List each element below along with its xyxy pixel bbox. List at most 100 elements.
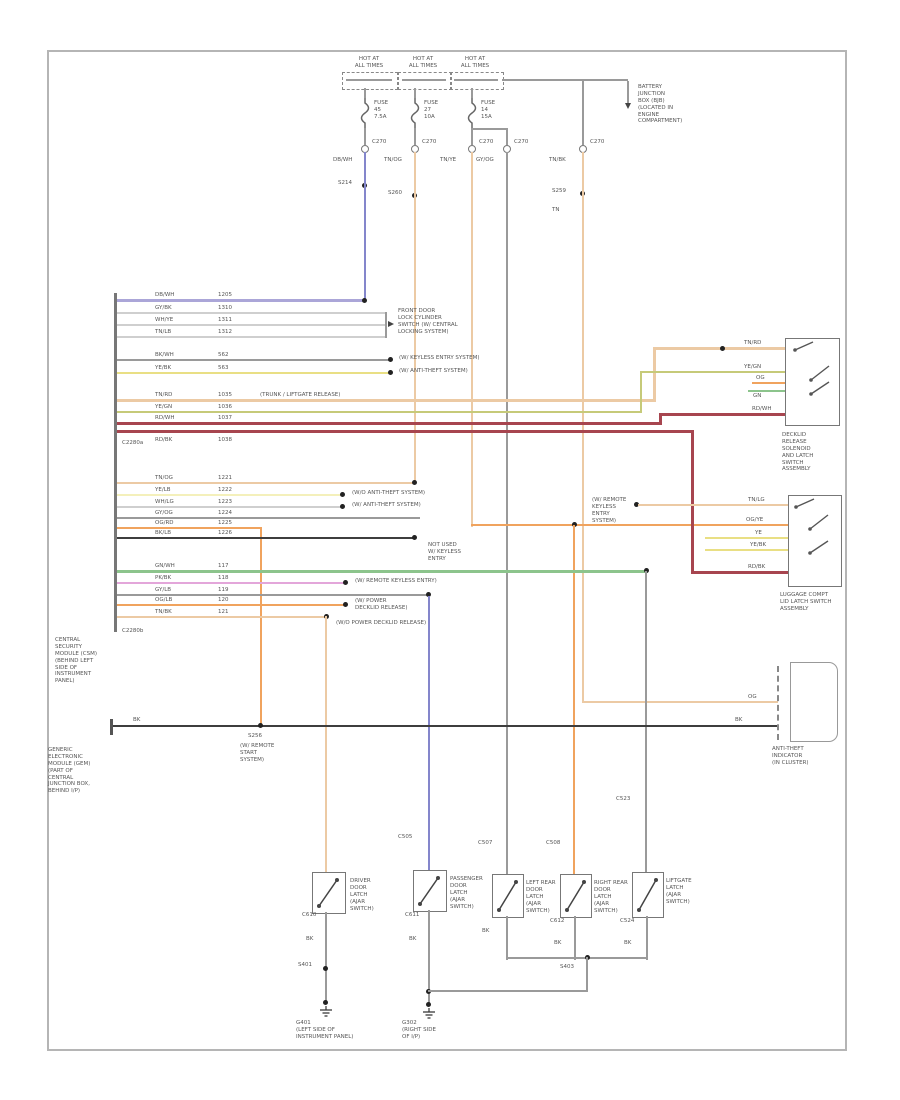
row13-c1: WH/LG (155, 499, 174, 505)
sw4-bottom-wire (574, 916, 576, 960)
rt-grn-label: GN (753, 393, 762, 399)
rm-switch-box (788, 495, 842, 587)
row17-wire (117, 570, 648, 573)
rm-yellow2 (705, 549, 788, 551)
connector-label-a: C2280a (122, 440, 144, 446)
rt-org-label: OG (756, 375, 765, 381)
row1-junction-dot (362, 298, 367, 303)
row12-c1: YE/LB (155, 487, 171, 493)
row14-c1: GY/OG (155, 510, 173, 516)
bk-label-right: BK (735, 717, 743, 723)
sw4-bk: BK (554, 940, 562, 946)
rm-tan-dot (634, 502, 639, 507)
branch-to-ground (428, 990, 588, 992)
row3-c2: 1311 (218, 317, 232, 323)
wire-gray-feed (506, 152, 508, 874)
fuse-box-1-dashed (342, 72, 398, 90)
splice-s259-label: S259 (552, 188, 566, 194)
sw3-glyph (497, 880, 518, 912)
s256-label: S256 (248, 733, 262, 739)
ann-trunk-release: (TRUNK / LIFTGATE RELEASE) (260, 392, 341, 398)
c508-label: C508 (546, 840, 561, 846)
row3-wire (117, 324, 386, 326)
fuse-box-3-dashed (450, 72, 504, 90)
wire-blue-feed (364, 152, 366, 302)
rt-red-label: RD/WH (752, 406, 772, 412)
splice-s260-label: S260 (388, 190, 402, 196)
fuse2-wire-top (414, 88, 416, 98)
row1-wire (117, 299, 366, 302)
row14-c2: 1224 (218, 510, 232, 516)
wire5-color: TN/BK (549, 157, 566, 163)
row15-c1: OG/RD (155, 520, 174, 526)
ann-wo-decklid: (W/O POWER DECKLID RELEASE) (336, 620, 427, 626)
wire-orange-to-sw4 (573, 525, 575, 874)
sw5-bottom-wire (646, 916, 648, 960)
fuse2-icon (410, 98, 420, 128)
row2-wire (117, 312, 386, 314)
bottom-bus (506, 957, 648, 959)
sw1-splice-dot (323, 966, 328, 971)
row19-c1: GY/LB (155, 587, 172, 593)
wire3-color: TN/YE (440, 157, 457, 163)
sw3-bk: BK (482, 928, 490, 934)
wire1-color: DB/WH (333, 157, 353, 163)
wire-tan-feed-3 (471, 152, 473, 527)
rm-org-label: OG/YE (746, 517, 764, 523)
sw1-bk: BK (306, 936, 314, 942)
s403-label: S403 (560, 964, 574, 970)
sw5-glyph (637, 878, 658, 912)
c270-label-2: C270 (422, 139, 437, 145)
row14-wire (117, 517, 420, 519)
row4-c2: 1312 (218, 329, 232, 335)
rm-y1-label: YE (755, 530, 762, 536)
bk-label-left: BK (133, 717, 141, 723)
row7-riser (653, 348, 656, 402)
ann-antitheft: (W/ ANTI-THEFT SYSTEM) (399, 368, 468, 374)
wire-tan-feed-2 (414, 152, 416, 484)
row11-c2: 1221 (218, 475, 232, 481)
row8-riser (640, 371, 642, 413)
sw2-c611: C611 (405, 912, 420, 918)
row5-c1: BK/WH (155, 352, 174, 358)
row11-junction-dot (412, 480, 417, 485)
splice-s259-wire-label: TN (552, 207, 560, 213)
sw1-s401: S401 (298, 962, 312, 968)
fuse3-wire-bottom (471, 128, 473, 145)
rt-org-stub (752, 382, 785, 384)
rt-switch-glyph (793, 341, 830, 396)
c523-label: C523 (616, 796, 631, 802)
row234-bracket (385, 312, 387, 338)
row7-dot (720, 346, 725, 351)
gray-drop-top (506, 128, 508, 145)
fuse3-wire-top (471, 88, 473, 98)
c507-label: C507 (478, 840, 493, 846)
row5-c2: 562 (218, 352, 229, 358)
row12-wire (117, 494, 344, 496)
row20-dot (343, 602, 348, 607)
row9-riser (659, 414, 662, 425)
row10-c1: RD/BK (155, 437, 173, 443)
connector-label-b: C2280b (122, 628, 144, 634)
c270-label-4: C270 (514, 139, 529, 145)
row17-corner-dot (644, 568, 649, 573)
sw3-bottom-wire (506, 916, 508, 960)
bus-2 (402, 79, 446, 81)
wire2-color: TN/OG (384, 157, 402, 163)
bus-extension (502, 79, 628, 81)
bus-branch-down (586, 957, 588, 991)
row2-c2: 1310 (218, 305, 232, 311)
bk-line (113, 725, 778, 727)
module-connector-bar (114, 293, 117, 632)
sw5-bk: BK (624, 940, 632, 946)
